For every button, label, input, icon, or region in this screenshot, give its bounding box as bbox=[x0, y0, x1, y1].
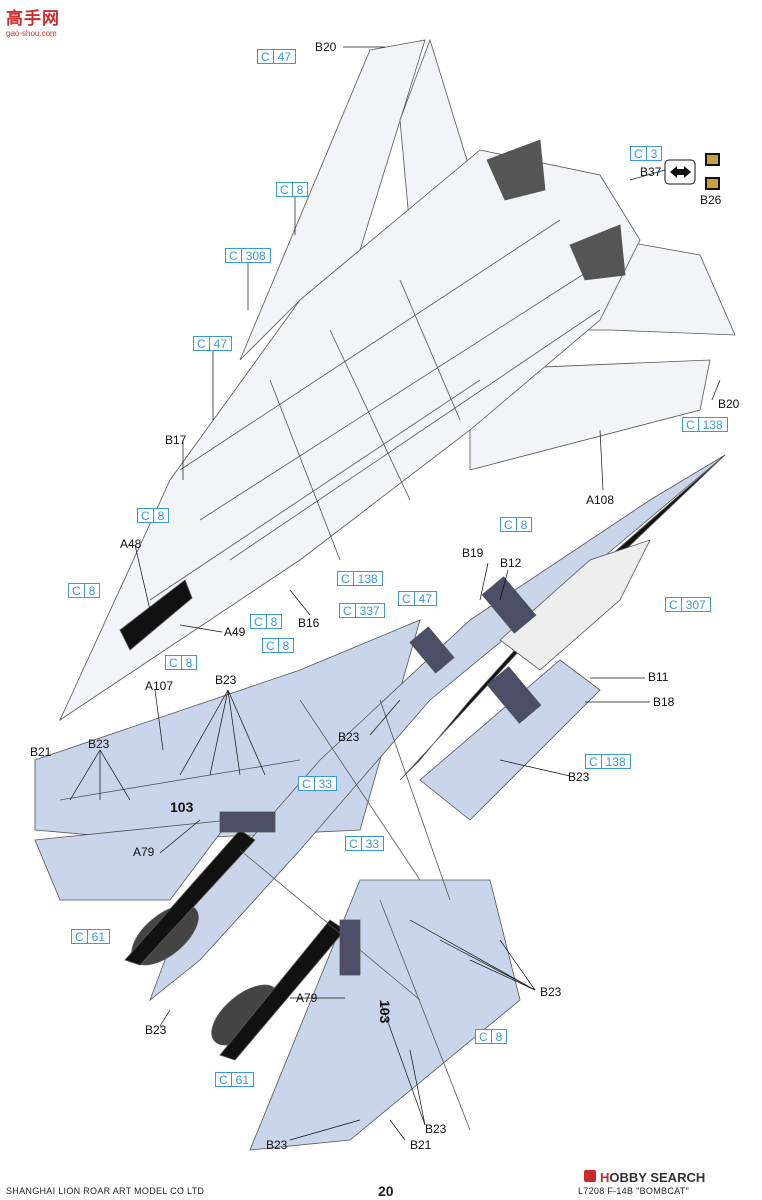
lower-wing-right bbox=[249, 879, 521, 1151]
label-b17: B17 bbox=[165, 433, 187, 447]
swap-arrow-icon bbox=[664, 159, 696, 185]
footer-company: SHANGHAI LION ROAR ART MODEL CO LTD bbox=[6, 1186, 205, 1196]
footer-product: L7208 F-14B "BOMBCAT" bbox=[578, 1186, 690, 1196]
walkway-panel-1 bbox=[481, 576, 537, 634]
label-b26: B26 bbox=[700, 193, 722, 207]
label-b21-bottom: B21 bbox=[410, 1138, 432, 1152]
modex-103-wing-right: 103 bbox=[377, 1000, 393, 1024]
leader-lines bbox=[69, 46, 721, 1141]
label-b37: B37 bbox=[640, 165, 662, 179]
label-b20-right: B20 bbox=[718, 397, 740, 411]
flap-panel-1 bbox=[219, 811, 276, 833]
label-a49: A49 bbox=[224, 625, 246, 639]
label-a79-1: A79 bbox=[133, 845, 155, 859]
label-b23-1: B23 bbox=[215, 673, 237, 687]
label-a79-2: A79 bbox=[296, 991, 318, 1005]
page-number: 20 bbox=[378, 1183, 394, 1199]
label-b18: B18 bbox=[653, 695, 675, 709]
label-b23-5: B23 bbox=[540, 985, 562, 999]
hobbysearch-watermark: HOBBY SEARCH bbox=[600, 1170, 706, 1185]
watermark-logo: 高手网 gao-shou.com bbox=[6, 4, 60, 38]
label-b16: B16 bbox=[298, 616, 320, 630]
upper-nozzle-1 bbox=[486, 139, 546, 201]
walkway-panel-3 bbox=[409, 626, 455, 674]
watermark-domain: gao-shou.com bbox=[6, 29, 57, 38]
lower-canopy bbox=[499, 539, 651, 671]
upper-fuselage bbox=[59, 149, 641, 722]
label-b23-8: B23 bbox=[266, 1138, 288, 1152]
label-b23-6: B23 bbox=[145, 1023, 167, 1037]
upper-aircraft-underside bbox=[59, 38, 736, 722]
modex-103-wing: 103 bbox=[170, 799, 194, 815]
upper-stab-right bbox=[469, 359, 711, 471]
upper-nozzle-2 bbox=[569, 224, 626, 281]
label-b11: B11 bbox=[648, 670, 669, 684]
flap-panel-2 bbox=[339, 919, 361, 976]
hobbysearch-logo-icon bbox=[584, 1170, 596, 1182]
label-a108: A108 bbox=[586, 493, 615, 507]
label-b19: B19 bbox=[462, 546, 484, 560]
label-b23-2: B23 bbox=[88, 737, 110, 751]
lower-glove-right bbox=[419, 659, 601, 821]
lower-stab-left bbox=[34, 819, 231, 901]
label-b23-7: B23 bbox=[425, 1122, 447, 1136]
upper-black-panel bbox=[119, 579, 193, 651]
watermark-site: 高手网 bbox=[6, 9, 60, 28]
label-b20-top: B20 bbox=[315, 40, 337, 54]
label-a48: A48 bbox=[120, 537, 142, 551]
label-b12: B12 bbox=[500, 556, 522, 570]
label-a107: A107 bbox=[145, 679, 174, 693]
walkway-panel-2 bbox=[486, 666, 542, 724]
label-b23-3: B23 bbox=[338, 730, 360, 744]
label-b23-4: B23 bbox=[568, 770, 590, 784]
label-b21-left: B21 bbox=[30, 745, 52, 759]
lower-missile-1 bbox=[124, 829, 256, 966]
lower-fuselage bbox=[149, 454, 726, 1002]
